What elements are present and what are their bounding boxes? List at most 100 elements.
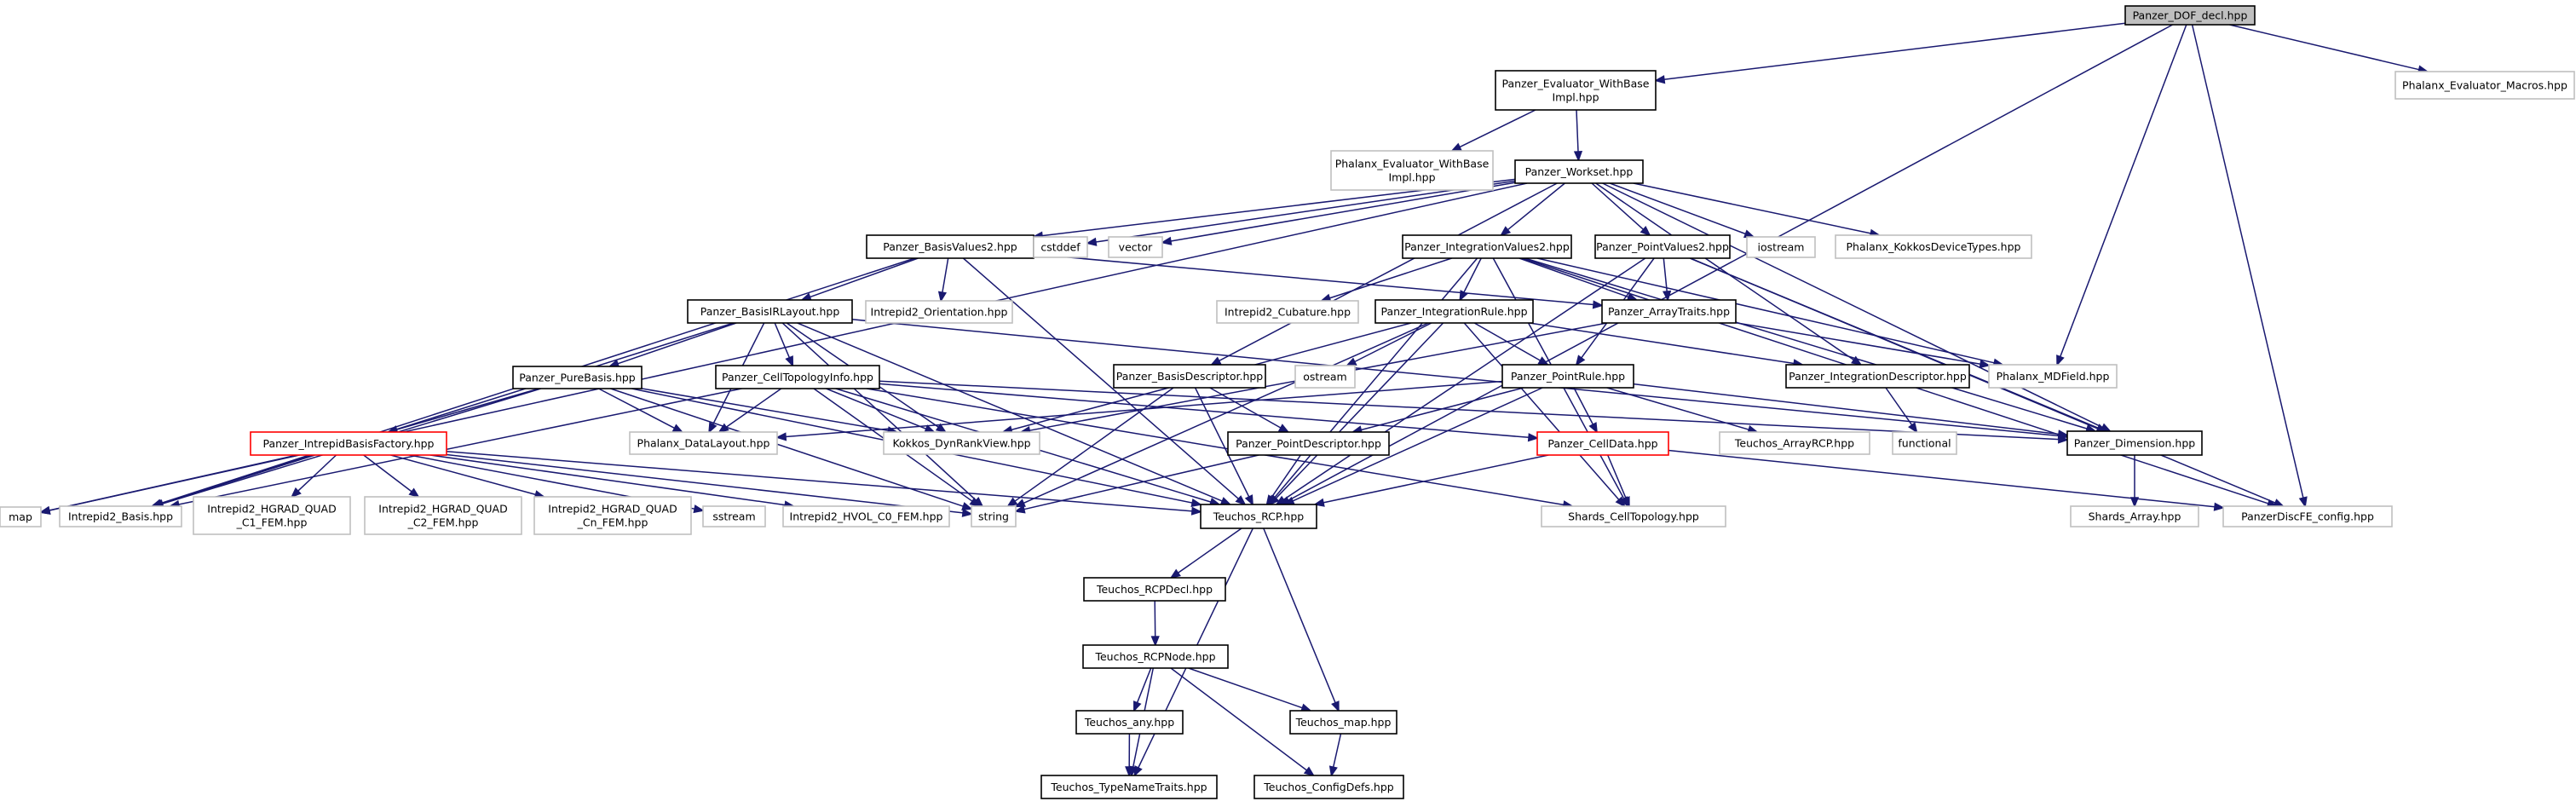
edge-teuchos_rcp-to-teuchos_rcp_decl: [1169, 527, 1242, 579]
edge-intrepid_basis_factory-to-string: [446, 453, 974, 517]
node-array-traits[interactable]: Panzer_ArrayTraits.hpp: [1601, 299, 1737, 324]
node-box: [971, 505, 1017, 527]
edge-line: [1188, 667, 1303, 709]
node-label: Phalanx_Evaluator_Macros.hpp: [2402, 79, 2567, 92]
node-box: [782, 505, 950, 527]
edge-basis_values2-to-intrepid2_orientation: [937, 257, 949, 303]
edge-arrowhead: [1265, 494, 1276, 506]
edge-arrowhead: [2057, 435, 2070, 444]
edge-line: [785, 380, 1503, 438]
node-integration-descriptor[interactable]: Panzer_IntegrationDescriptor.hpp: [1785, 364, 1970, 389]
node-label: Shards_Array.hpp: [2089, 510, 2181, 523]
edge-intrepid_basis_factory-to-map: [39, 454, 297, 515]
node-box: [865, 300, 1013, 324]
edge-line: [1354, 322, 1432, 363]
node-label: Panzer_PointValues2.hpp: [1596, 240, 1729, 253]
edge-line: [1573, 387, 1594, 425]
edge-line: [446, 453, 964, 514]
node-cell-data[interactable]: Panzer_CellData.hpp: [1536, 431, 1669, 456]
node-box: [1536, 431, 1669, 456]
node-point-values2[interactable]: Panzer_PointValues2.hpp: [1594, 234, 1731, 259]
node-basis-ir-layout[interactable]: Panzer_BasisIRLayout.hpp: [687, 299, 853, 324]
edge-dimension-to-shards_array: [2129, 455, 2140, 509]
edge-arrowhead: [1006, 497, 1018, 508]
node-point-descriptor[interactable]: Panzer_PointDescriptor.hpp: [1227, 431, 1390, 456]
edge-arrowhead: [671, 424, 684, 433]
node-box: [1719, 431, 1870, 455]
edge-arrowhead: [1161, 236, 1173, 245]
node-box: [2124, 5, 2256, 26]
edge-arrowhead: [1527, 433, 1540, 442]
edge-intrepid_basis_factory-to-teuchos_rcp: [446, 450, 1203, 516]
node-kokkos-dyn-rank-view: Kokkos_DynRankView.hpp: [883, 431, 1040, 455]
edge-eval_with_base_impl-to-phalanx_with_base_impl: [1450, 109, 1536, 152]
node-label: Teuchos_map.hpp: [1295, 716, 1392, 729]
node-label: Intrepid2_Orientation.hpp: [871, 306, 1008, 319]
edge-basis_descriptor-to-teuchos_rcp: [1194, 387, 1253, 506]
node-box: [1402, 234, 1572, 259]
edge-line: [1536, 257, 1995, 364]
edge-line: [1459, 109, 1536, 148]
edge-basis_values2-to-teuchos_rcp: [962, 257, 1247, 506]
edge-teuchos_any-to-teuchos_type_name_traits: [1125, 733, 1134, 778]
node-teuchos-rcp-node[interactable]: Teuchos_RCPNode.hpp: [1082, 644, 1229, 669]
node-label: Phalanx_DataLayout.hpp: [637, 437, 770, 450]
edge-arrowhead: [785, 355, 794, 367]
node-label: Panzer_PureBasis.hpp: [519, 372, 636, 384]
node-cell-topology-info[interactable]: Panzer_CellTopologyInfo.hpp: [715, 365, 880, 389]
edge-cell_topology_info-to-cell_data: [879, 383, 1540, 442]
node-integration-values2[interactable]: Panzer_IntegrationValues2.hpp: [1402, 234, 1572, 259]
node-label: Intrepid2_HVOL_C0_FEM.hpp: [790, 510, 943, 523]
edge-arrowhead: [1450, 142, 1462, 152]
node-label: Panzer_PointRule.hpp: [1511, 370, 1625, 383]
node-panzer-disc-fe-config: PanzerDiscFE_config.hpp: [2222, 505, 2393, 527]
edge-line: [942, 257, 949, 293]
edge-line: [1275, 322, 1444, 499]
node-teuchos-rcp-decl[interactable]: Teuchos_RCPDecl.hpp: [1083, 577, 1226, 602]
edge-arrowhead: [2298, 496, 2308, 508]
node-teuchos-config-defs[interactable]: Teuchos_ConfigDefs.hpp: [1253, 775, 1404, 799]
edge-basis_descriptor-to-point_descriptor: [1209, 387, 1290, 433]
node-dof-decl[interactable]: Panzer_DOF_decl.hpp: [2124, 5, 2256, 26]
node-basis-values2[interactable]: Panzer_BasisValues2.hpp: [866, 234, 1034, 259]
edge-arrowhead: [1743, 229, 1755, 238]
edge-arrowhead: [408, 487, 420, 499]
node-teuchos-map[interactable]: Teuchos_map.hpp: [1289, 710, 1397, 735]
edge-cell_topology_info-to-dimension: [879, 380, 2070, 444]
edge-line: [866, 388, 1565, 506]
node-intrepid2-orientation: Intrepid2_Orientation.hpp: [865, 300, 1013, 324]
node-box: [2394, 71, 2575, 100]
edge-arrowhead: [2273, 499, 2285, 507]
node-label: Panzer_BasisValues2.hpp: [883, 240, 1017, 253]
node-integration-rule[interactable]: Panzer_IntegrationRule.hpp: [1374, 299, 1534, 324]
node-hgrad-quad-cn: Intrepid2_HGRAD_QUAD_Cn_FEM.hpp: [533, 496, 692, 535]
node-box: [533, 496, 692, 535]
node-kokkos-device-types: Phalanx_KokkosDeviceTypes.hpp: [1835, 234, 2032, 259]
edge-line: [1194, 387, 1250, 498]
edge-line: [1519, 257, 1629, 298]
node-intrepid-basis-factory[interactable]: Panzer_IntrepidBasisFactory.hpp: [250, 431, 447, 456]
edge-point_rule-to-phalanx_data_layout: [775, 380, 1503, 441]
node-label: sstream: [712, 510, 755, 523]
edge-line: [1576, 109, 1579, 153]
node-teuchos-type-name-traits[interactable]: Teuchos_TypeNameTraits.hpp: [1040, 775, 1218, 799]
node-workset[interactable]: Panzer_Workset.hpp: [1514, 159, 1644, 184]
edge-line: [1209, 387, 1282, 429]
edge-arrowhead: [1979, 359, 1991, 369]
node-box: [1541, 505, 1726, 527]
node-pure-basis[interactable]: Panzer_PureBasis.hpp: [512, 366, 643, 389]
edge-arrowhead: [1328, 765, 1338, 777]
node-teuchos-any[interactable]: Teuchos_any.hpp: [1075, 710, 1184, 735]
edge-line: [1332, 733, 1342, 768]
edge-line: [598, 388, 675, 429]
edge-line: [1273, 257, 1478, 499]
node-basis-descriptor[interactable]: Panzer_BasisDescriptor.hpp: [1113, 364, 1266, 389]
edge-arrowhead: [39, 505, 51, 515]
node-point-rule[interactable]: Panzer_PointRule.hpp: [1501, 364, 1634, 389]
node-dimension[interactable]: Panzer_Dimension.hpp: [2066, 430, 2203, 456]
edge-line: [1633, 383, 2060, 435]
node-teuchos-rcp[interactable]: Teuchos_RCP.hpp: [1200, 504, 1317, 529]
edge-eval_with_base_impl-to-workset: [1573, 109, 1583, 163]
edge-line: [1219, 182, 1558, 362]
